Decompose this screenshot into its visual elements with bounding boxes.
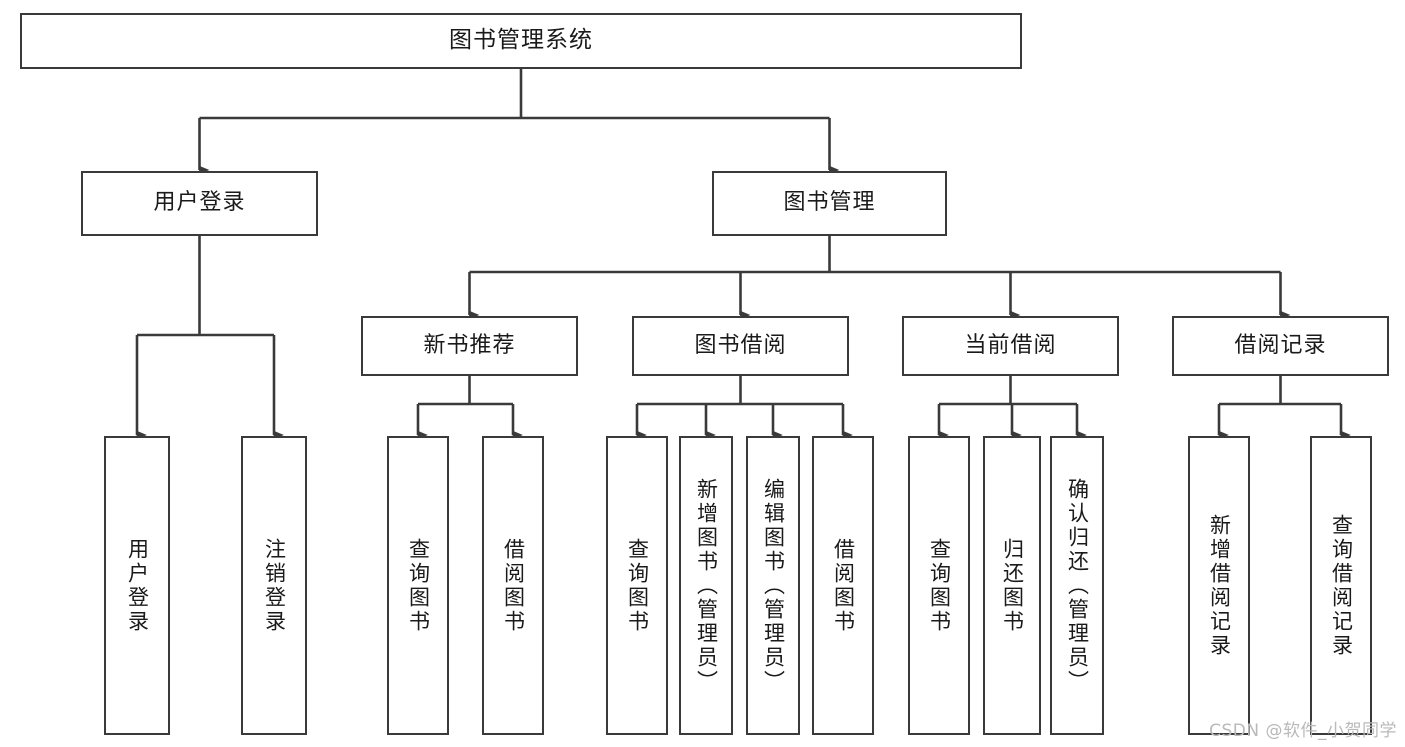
node-book-manage-label: 图书管理	[783, 190, 876, 216]
node-leaf-return-book-label: 归还图书	[1000, 537, 1025, 634]
node-leaf-edit-book[interactable]: 编辑图书（管理员）	[746, 436, 800, 735]
node-book-manage[interactable]: 图书管理	[712, 171, 947, 236]
node-leaf-confirm-return[interactable]: 确认归还（管理员）	[1050, 436, 1104, 735]
node-leaf-query-book-3-label: 查询图书	[927, 537, 952, 634]
node-leaf-query-record[interactable]: 查询借阅记录	[1310, 436, 1372, 735]
node-current-borrow[interactable]: 当前借阅	[902, 316, 1119, 376]
node-leaf-add-book[interactable]: 新增图书（管理员）	[679, 436, 733, 735]
node-leaf-query-book-3[interactable]: 查询图书	[908, 436, 970, 735]
node-leaf-user-logout-label: 注销登录	[262, 537, 287, 634]
node-leaf-return-book[interactable]: 归还图书	[983, 436, 1041, 735]
node-borrow-record[interactable]: 借阅记录	[1172, 316, 1389, 376]
node-leaf-query-book-1-label: 查询图书	[406, 537, 431, 634]
node-borrow-record-label: 借阅记录	[1234, 332, 1327, 358]
node-user-login[interactable]: 用户登录	[81, 171, 318, 236]
node-leaf-user-login-label: 用户登录	[125, 537, 150, 634]
node-leaf-add-record[interactable]: 新增借阅记录	[1188, 436, 1250, 735]
watermark: CSDN @软件_小贺同学	[1209, 721, 1397, 741]
node-leaf-confirm-return-label: 确认归还（管理员）	[1065, 477, 1090, 694]
node-leaf-add-record-label: 新增借阅记录	[1207, 513, 1232, 658]
node-leaf-query-book-2-label: 查询图书	[625, 537, 650, 634]
node-root-label: 图书管理系统	[449, 27, 593, 54]
node-leaf-edit-book-label: 编辑图书（管理员）	[761, 477, 786, 694]
node-leaf-user-logout[interactable]: 注销登录	[241, 436, 307, 735]
node-book-borrow[interactable]: 图书借阅	[632, 316, 849, 376]
node-leaf-query-book-1[interactable]: 查询图书	[387, 436, 449, 735]
node-book-borrow-label: 图书借阅	[694, 332, 787, 358]
node-leaf-add-book-label: 新增图书（管理员）	[694, 477, 719, 694]
node-leaf-borrow-book-1[interactable]: 借阅图书	[482, 436, 544, 735]
node-leaf-borrow-book-2-label: 借阅图书	[831, 537, 856, 634]
node-leaf-borrow-book-1-label: 借阅图书	[501, 537, 526, 634]
node-root[interactable]: 图书管理系统	[20, 13, 1022, 69]
node-leaf-query-book-2[interactable]: 查询图书	[606, 436, 668, 735]
node-new-book-rec-label: 新书推荐	[423, 332, 516, 358]
node-leaf-query-record-label: 查询借阅记录	[1329, 513, 1354, 658]
node-current-borrow-label: 当前借阅	[964, 332, 1057, 358]
node-leaf-user-login[interactable]: 用户登录	[104, 436, 170, 735]
node-user-login-label: 用户登录	[153, 190, 246, 216]
node-leaf-borrow-book-2[interactable]: 借阅图书	[812, 436, 874, 735]
node-new-book-rec[interactable]: 新书推荐	[361, 316, 578, 376]
